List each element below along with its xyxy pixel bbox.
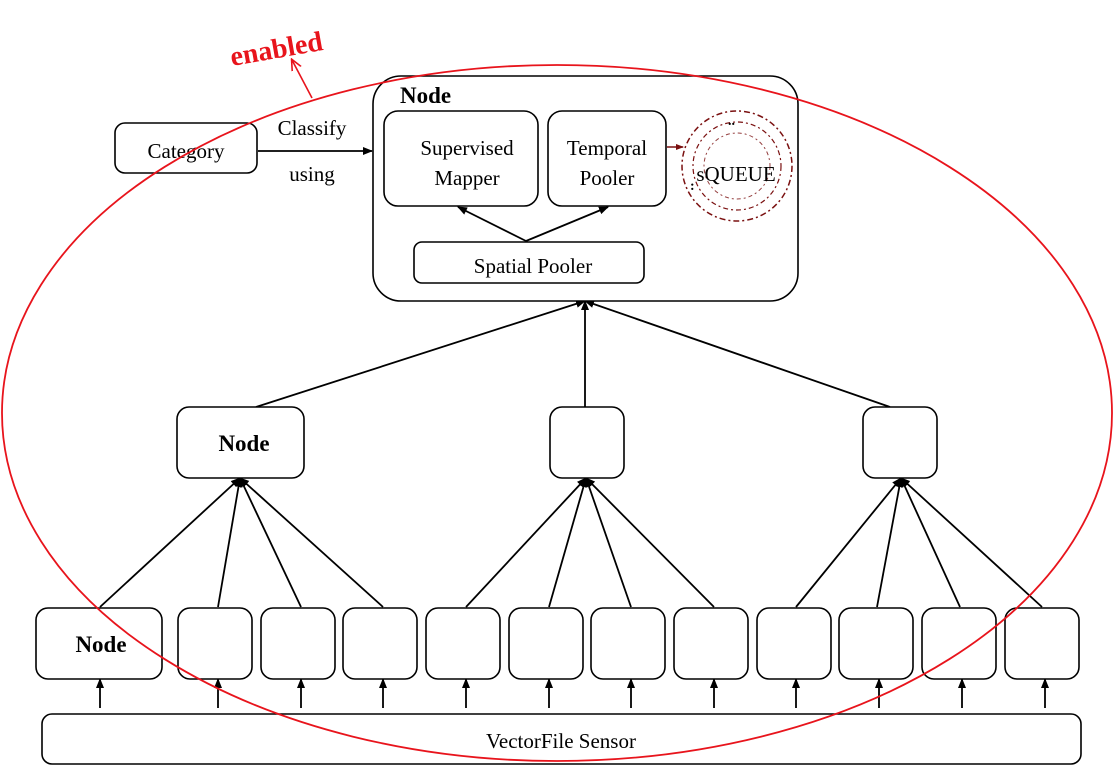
temporal-pooler-label-2: Pooler <box>580 166 635 190</box>
spatial-pooler-box <box>413 241 645 284</box>
squeue-label: sQUEUE <box>696 162 775 186</box>
enabled-ellipse <box>1 64 1113 762</box>
top-node: Node Supervised Mapper Temporal Pooler S… <box>372 75 799 302</box>
spatial-pooler-label: Spatial Pooler <box>474 254 592 278</box>
enabled-label: enabled <box>228 26 326 73</box>
bottom-node-4 <box>342 607 418 680</box>
bottom-node-12 <box>1004 607 1080 680</box>
mid-node-label: Node <box>218 431 269 456</box>
bottom-node-5 <box>425 607 501 680</box>
edges-mid-to-top <box>255 299 891 408</box>
sensor-label: VectorFile Sensor <box>486 729 636 753</box>
edges-bottom-to-mid <box>99 477 1043 608</box>
bottom-nodes: Node <box>35 607 1080 680</box>
bottom-node-2 <box>177 607 253 680</box>
edges-sensor-to-bottom <box>96 678 1049 708</box>
enabled-arrow <box>292 60 313 99</box>
sensor-box <box>41 713 1082 765</box>
supervised-mapper-label-1: Supervised <box>420 136 514 160</box>
spatial-to-temporal-edge <box>525 206 609 242</box>
squeue-dots-top: .. <box>728 114 735 129</box>
bottom-node-3 <box>260 607 336 680</box>
temporal-pooler-label-1: Temporal <box>567 136 647 160</box>
supervised-mapper-label-2: Mapper <box>434 166 499 190</box>
mid-node-3 <box>862 406 938 479</box>
mid-node-1 <box>176 406 305 479</box>
bottom-node-11 <box>921 607 997 680</box>
spatial-to-supervised-edge <box>457 206 527 242</box>
bottom-node-8 <box>673 607 749 680</box>
squeue-dots-left: : <box>690 179 695 194</box>
top-node-label: Node <box>400 83 451 108</box>
bottom-node-9 <box>756 607 832 680</box>
sensor: VectorFile Sensor <box>41 713 1082 765</box>
bottom-node-label: Node <box>75 632 126 657</box>
bottom-node-10 <box>838 607 914 680</box>
supervised-mapper-box <box>383 110 539 207</box>
bottom-node-6 <box>508 607 584 680</box>
using-label: using <box>289 162 335 186</box>
squeue-circle: .. : sQUEUE <box>667 110 793 222</box>
mid-node-2 <box>549 406 625 479</box>
category-label: Category <box>148 139 225 163</box>
bottom-node-7 <box>590 607 666 680</box>
classify-label: Classify <box>278 116 347 140</box>
bottom-node-1 <box>35 607 163 680</box>
temporal-pooler-box <box>547 110 667 207</box>
mid-nodes: Node <box>176 406 938 479</box>
